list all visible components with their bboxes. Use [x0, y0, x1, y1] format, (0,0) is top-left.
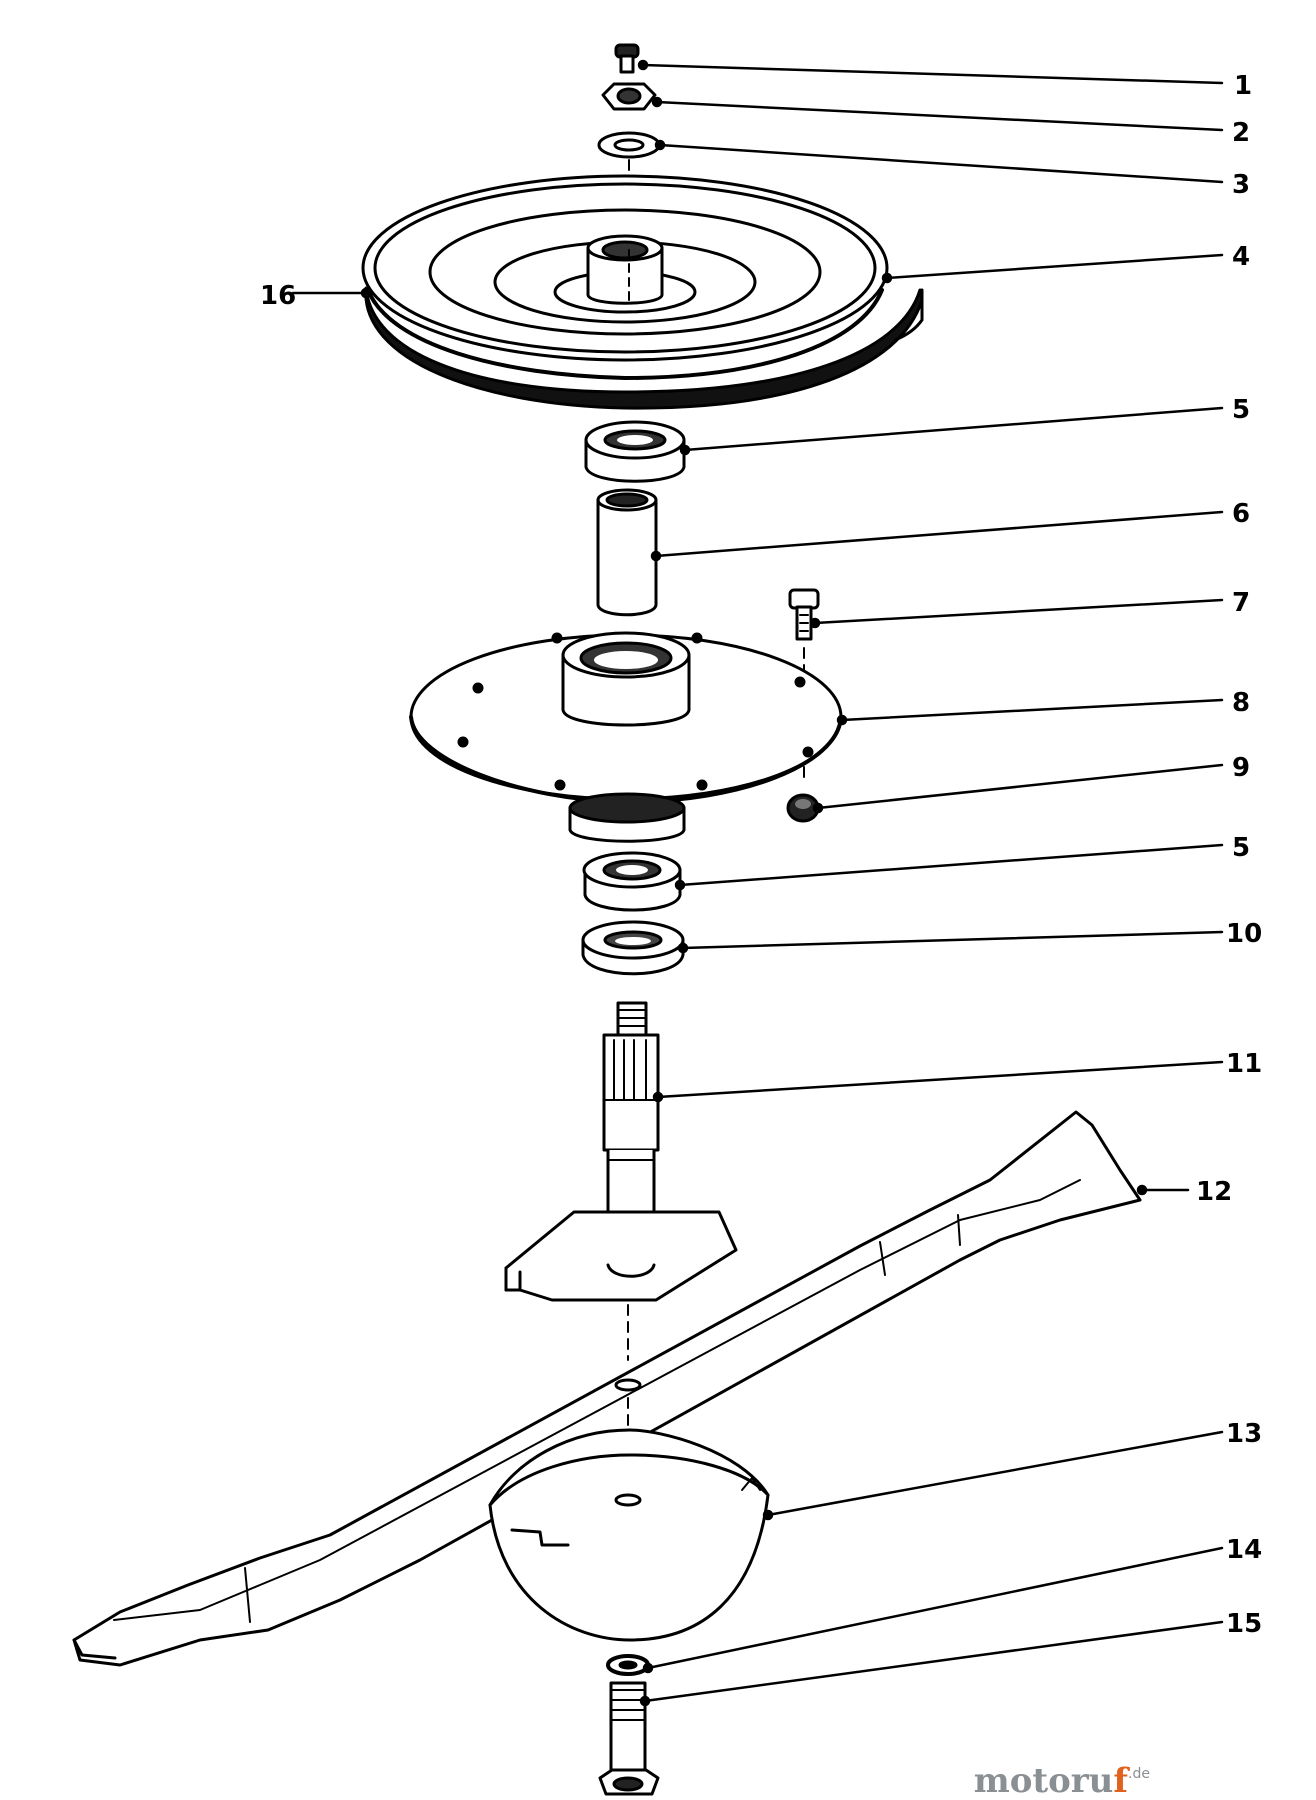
callout-9: 9 — [1232, 753, 1250, 783]
part-6-spacer-tube — [596, 488, 658, 617]
callout-8: 8 — [1232, 688, 1250, 718]
part-8-spindle-housing — [409, 631, 843, 843]
callout-15: 15 — [1226, 1609, 1262, 1639]
part-5-bearing-upper — [584, 420, 686, 483]
part-5-bearing-lower — [582, 851, 682, 912]
callout-3: 3 — [1232, 170, 1250, 200]
part-4-pulley — [361, 174, 924, 410]
callout-14: 14 — [1226, 1535, 1262, 1565]
svg-text:motoruf.de: motoruf.de — [974, 1761, 1150, 1800]
callout-12: 12 — [1196, 1177, 1232, 1207]
watermark-main-text: motoru — [974, 1761, 1114, 1800]
part-15-blade-bolt — [598, 1681, 660, 1796]
callout-13: 13 — [1226, 1419, 1262, 1449]
watermark-tld-text: .de — [1128, 1766, 1150, 1782]
part-13-blade-cup — [488, 1428, 770, 1642]
callout-4: 4 — [1232, 242, 1250, 272]
part-14-washer — [606, 1654, 650, 1676]
callout-5-lower: 5 — [1232, 833, 1250, 863]
part-10-seal — [581, 920, 685, 976]
watermark-accent-text: f — [1113, 1761, 1130, 1800]
part-12-blade — [72, 1110, 1142, 1667]
part-1-screw — [614, 43, 640, 74]
part-3-washer — [597, 131, 661, 159]
callout-16: 16 — [260, 281, 296, 311]
watermark-logo: motoruf.de — [974, 1761, 1150, 1800]
callout-11: 11 — [1226, 1049, 1262, 1079]
callout-7: 7 — [1232, 588, 1250, 618]
callout-10: 10 — [1226, 919, 1262, 949]
leader-lines — [291, 59, 1224, 1707]
callout-2: 2 — [1232, 118, 1250, 148]
part-11-spindle-shaft — [504, 1001, 738, 1361]
callout-1: 1 — [1234, 71, 1252, 101]
callout-6: 6 — [1232, 499, 1250, 529]
callout-5-upper: 5 — [1232, 395, 1250, 425]
callout-numbers: 1 2 3 4 16 5 6 7 8 9 5 10 11 12 13 14 15 — [260, 71, 1262, 1639]
part-2-nut — [601, 82, 657, 111]
